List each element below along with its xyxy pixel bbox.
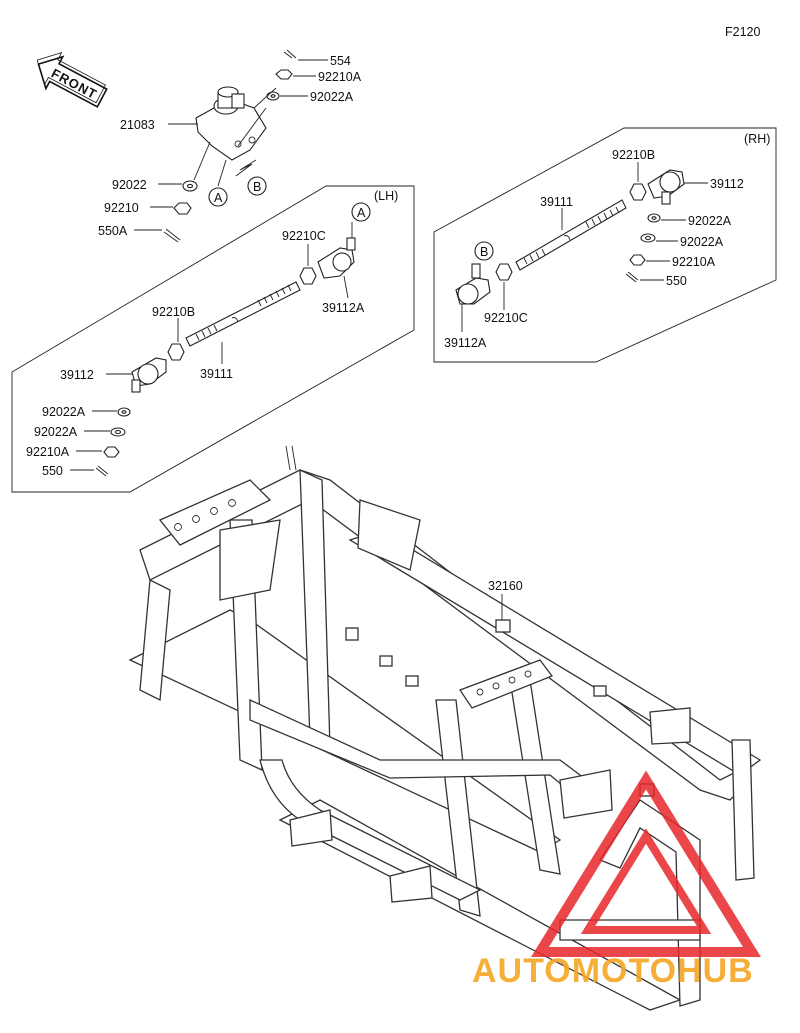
tie-rod-icon — [515, 199, 627, 271]
label-rh-92210A: 92210A — [672, 255, 716, 269]
main-frame-drawing — [128, 445, 762, 1011]
callout-b-label: B — [253, 180, 261, 194]
label-rh-92210C: 92210C — [484, 311, 528, 325]
label-rh-39112: 39112 — [710, 177, 744, 191]
label-lh-92022A-1: 92022A — [42, 405, 86, 419]
nut-icon — [167, 343, 185, 361]
label-554: 554 — [330, 54, 351, 68]
label-rh-39111: 39111 — [540, 195, 573, 209]
label-92210A-top: 92210A — [318, 70, 362, 84]
cotter-pin-icon — [95, 465, 109, 477]
rh-group-label: (RH) — [744, 132, 770, 146]
watermark-text: AUTOMOTOHUB — [472, 952, 754, 990]
nut-icon — [275, 69, 293, 80]
nut-icon — [103, 446, 120, 458]
figure-code: F2120 — [725, 25, 760, 39]
label-lh-92210C: 92210C — [282, 229, 326, 243]
label-rh-92022A-1: 92022A — [688, 214, 732, 228]
label-lh-39111: 39111 — [200, 367, 233, 381]
label-92022: 92022 — [112, 178, 147, 192]
nut-icon — [629, 254, 646, 266]
callout-b-icon — [474, 241, 494, 261]
rh-tie-rod-group: (RH) 92210B 39112 39111 92022A 92022A — [433, 127, 777, 363]
nut-icon — [173, 202, 192, 215]
label-lh-92210B: 92210B — [152, 305, 195, 319]
lh-group-label: (LH) — [374, 189, 398, 203]
lh-tie-rod-group: (LH) A 39112A 92210C 39111 92210B — [11, 185, 415, 493]
cotter-pin-icon — [163, 228, 181, 243]
callout-a-label: A — [214, 191, 223, 205]
callout-a-icon — [208, 187, 228, 207]
tie-rod-icon — [185, 281, 301, 347]
rh-group-box — [433, 127, 777, 363]
nut-icon — [299, 267, 317, 285]
lh-callout-a-label: A — [357, 206, 366, 220]
steering-bracket-icon — [195, 86, 267, 161]
top-bracket-group: 554 92210A 92022A 21083 A — [98, 49, 362, 243]
label-lh-39112: 39112 — [60, 368, 94, 382]
nut-icon — [495, 263, 513, 281]
label-550A: 550A — [98, 224, 128, 238]
label-32160: 32160 — [488, 579, 523, 593]
label-rh-39112A: 39112A — [444, 336, 487, 350]
label-rh-92022A-2: 92022A — [680, 235, 724, 249]
tie-rod-end-icon — [131, 357, 167, 393]
rh-callout-b-label: B — [480, 245, 488, 259]
label-lh-550: 550 — [42, 464, 63, 478]
label-lh-39112A: 39112A — [322, 301, 365, 315]
label-rh-92210B: 92210B — [612, 148, 655, 162]
cotter-pin-icon — [283, 49, 297, 59]
front-arrow-icon: FRONT — [36, 51, 108, 108]
label-lh-92210A: 92210A — [26, 445, 70, 459]
label-rh-550: 550 — [666, 274, 687, 288]
lh-group-box — [11, 185, 415, 493]
label-92210: 92210 — [104, 201, 139, 215]
label-21083: 21083 — [120, 118, 155, 132]
cotter-pin-icon — [625, 271, 639, 283]
nut-icon — [629, 183, 647, 201]
callout-a-icon — [351, 202, 371, 222]
tie-rod-end-icon — [647, 169, 685, 205]
tie-rod-end-icon — [317, 237, 356, 279]
callout-b-icon — [247, 176, 267, 196]
label-lh-92022A-2: 92022A — [34, 425, 78, 439]
watermark-logo: AUTOMOTOHUB — [472, 770, 761, 990]
label-92022A-top: 92022A — [310, 90, 354, 104]
tie-rod-end-icon — [455, 263, 491, 305]
